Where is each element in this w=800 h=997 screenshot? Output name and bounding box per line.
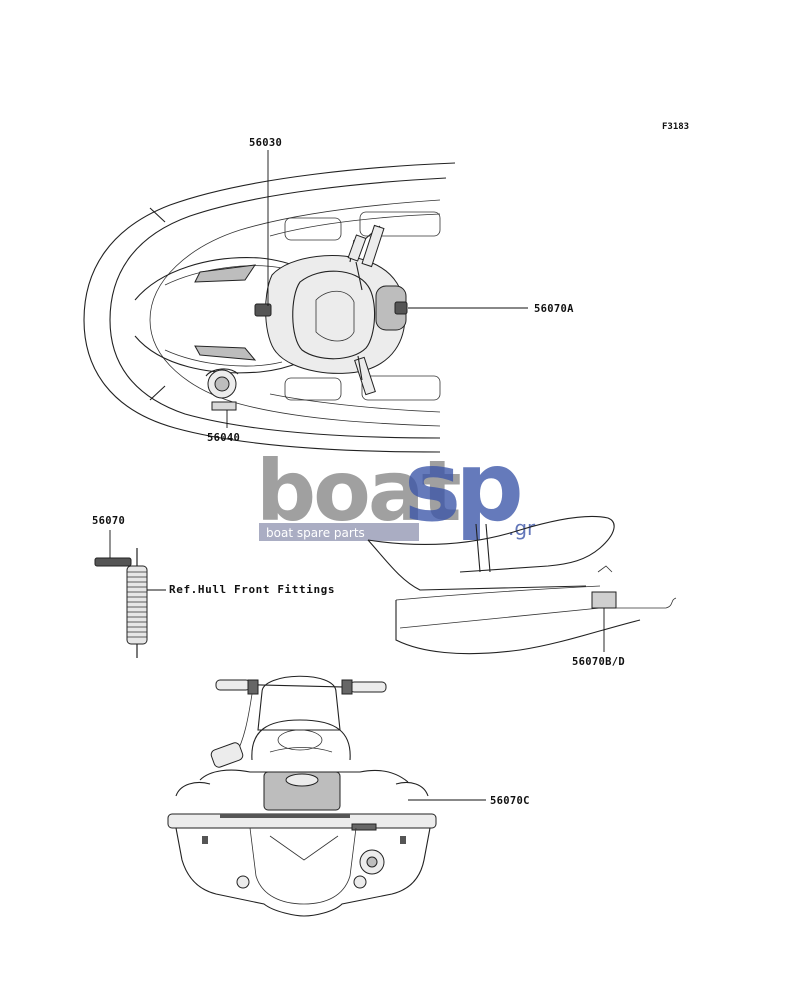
figure-code: F3183 bbox=[662, 122, 689, 132]
watermark-brand-blue: sp bbox=[404, 431, 520, 543]
part-56070-hose bbox=[94, 530, 166, 658]
callout-56070BD: 56070B/D bbox=[572, 656, 625, 668]
callout-56070: 56070 bbox=[92, 515, 125, 527]
callout-56030: 56030 bbox=[249, 137, 282, 149]
callout-56070C: 56070C bbox=[490, 795, 530, 807]
watermark-tagline: boat spare parts bbox=[266, 526, 365, 540]
top-view-hull bbox=[83, 162, 456, 453]
callout-56070A: 56070A bbox=[534, 303, 574, 315]
boatsp-watermark: boat sp .gr boat spare parts bbox=[256, 431, 536, 543]
reference-note: Ref.Hull Front Fittings bbox=[169, 583, 335, 596]
watermark-suffix: .gr bbox=[508, 516, 536, 540]
side-view-stern bbox=[367, 516, 677, 655]
callout-56040: 56040 bbox=[207, 432, 240, 444]
rear-view-hull bbox=[167, 675, 486, 917]
